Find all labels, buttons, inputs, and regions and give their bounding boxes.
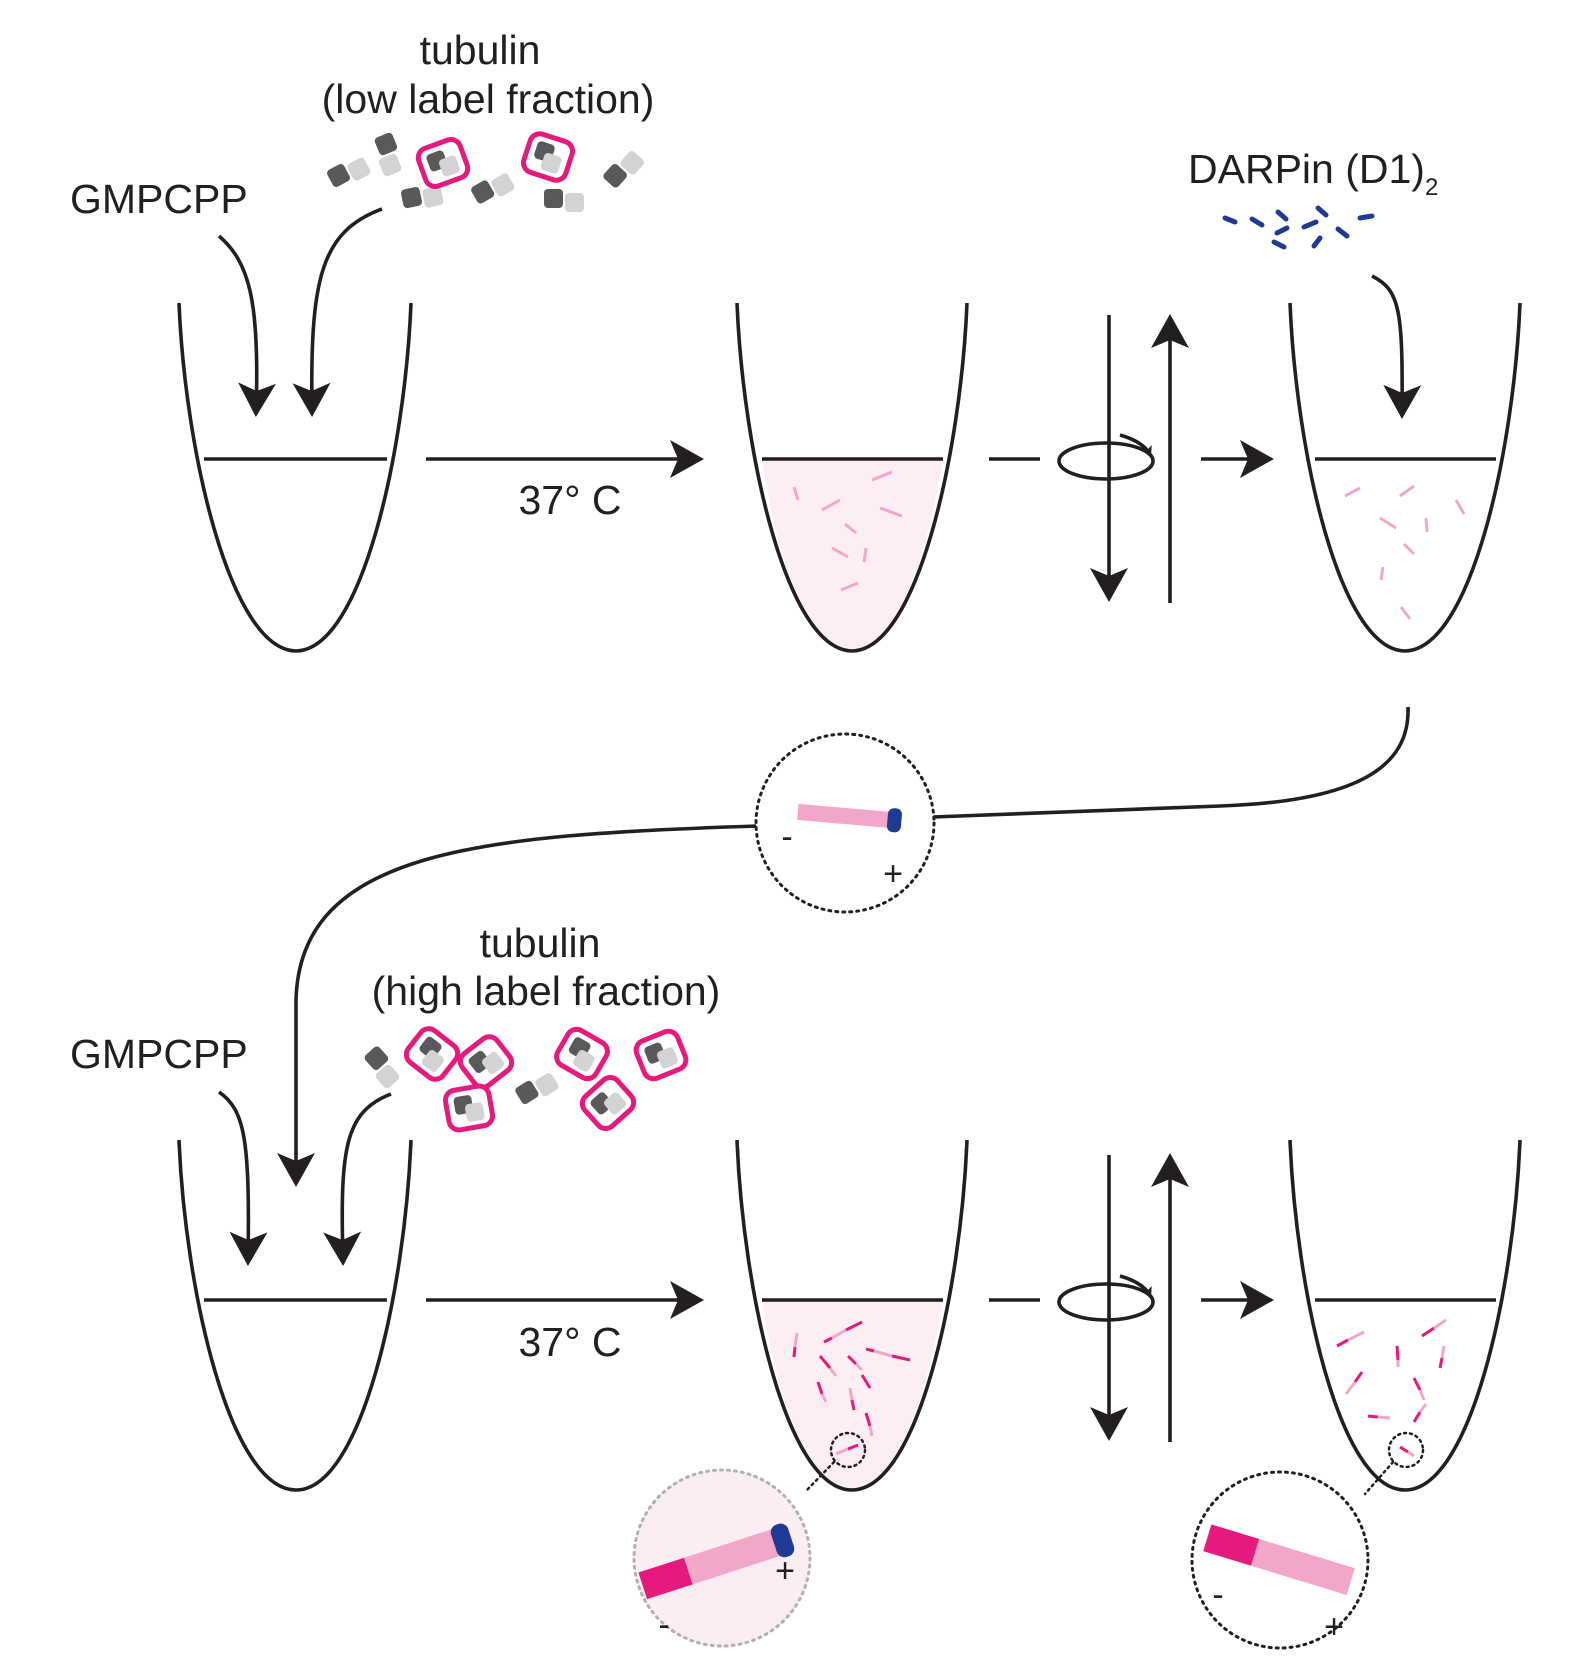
row-1-low-label-seed-growth: tubulin (low label fraction) GMPCPP DARP…	[70, 27, 1522, 653]
tubulin-dimer-icon-group	[360, 1025, 689, 1133]
magnifier-circle-icon: - +	[632, 1468, 812, 1648]
darpin-icon	[1315, 205, 1329, 218]
connector-line	[932, 706, 1410, 819]
magnifier-circle-icon: - +	[1190, 1470, 1370, 1650]
tube-icon	[735, 302, 969, 653]
tubulin-dimer-icon	[469, 168, 516, 209]
label-fraction-low: (low label fraction)	[322, 76, 655, 122]
plus-end-label: +	[1324, 1608, 1344, 1646]
darpin-icon	[1301, 219, 1319, 230]
microtubule-icon	[638, 1523, 795, 1600]
tubulin-label: tubulin	[480, 920, 601, 966]
tubulin-label: tubulin	[420, 27, 541, 73]
labeled-tubulin-dimer-icon	[633, 1028, 689, 1082]
zoom-leader-line	[805, 1460, 836, 1492]
zoom-target-circle	[1387, 1431, 1425, 1469]
microtubule-group	[1336, 1318, 1447, 1458]
darpin-icon-group	[1222, 205, 1375, 250]
darpin-icon	[1249, 216, 1265, 228]
plus-end-label: +	[775, 1552, 795, 1590]
darpin-icon	[1335, 226, 1350, 239]
microtubule-seed-group	[1344, 484, 1466, 620]
microtubule-seed-group	[792, 470, 903, 592]
minus-end-label: -	[1212, 1576, 1223, 1614]
microtubule-icon	[797, 803, 902, 833]
magnifier-circle-icon: - +	[754, 732, 936, 914]
label-fraction-high: (high label fraction)	[372, 968, 721, 1014]
plus-end-label: +	[883, 855, 903, 893]
zoom-target-circle	[829, 1431, 867, 1469]
darpin-icon	[1222, 215, 1238, 225]
tubulin-dimer-icon	[544, 189, 584, 212]
arrow-icon	[217, 234, 277, 417]
arrow-icon	[217, 1090, 268, 1266]
darpin-icon	[1357, 213, 1375, 221]
centrifuge-icon	[989, 314, 1274, 603]
arrow-icon	[1371, 274, 1422, 419]
tube-icon	[1288, 302, 1522, 653]
labeled-tubulin-dimer-icon	[578, 1073, 637, 1132]
arrow-icon	[277, 824, 758, 1187]
seed-transfer-connector: - +	[277, 706, 1410, 1187]
temperature-label: 37° C	[518, 1319, 621, 1365]
centrifuge-icon	[989, 1153, 1274, 1442]
tube-icon	[1288, 1139, 1522, 1492]
labeled-tubulin-dimer-icon	[456, 1033, 515, 1092]
gmpcpp-label: GMPCPP	[70, 176, 248, 222]
row-2-high-label-extension: tubulin (high label fraction) GMPCPP 37°…	[70, 920, 1522, 1650]
arrow-icon	[292, 207, 383, 417]
minus-end-label: -	[658, 1606, 669, 1644]
labeled-tubulin-dimer-icon	[444, 1084, 494, 1131]
darpin-icon	[1275, 209, 1289, 222]
darpin-icon	[1271, 239, 1287, 250]
tubulin-dimer-icon	[360, 1044, 404, 1090]
tube-icon	[177, 302, 413, 653]
zoom-leader-line	[1363, 1460, 1395, 1496]
tubulin-dimer-icon	[601, 146, 646, 192]
tubulin-dimer-icon-group	[325, 131, 646, 213]
microtubule-icon	[1203, 1524, 1355, 1596]
arrow-icon	[323, 1092, 392, 1266]
tube-icon	[735, 1139, 969, 1492]
darpin-icon	[1311, 235, 1323, 249]
temperature-label: 37° C	[518, 477, 621, 523]
microtubule-group	[792, 1320, 911, 1456]
tubulin-dimer-icon	[325, 152, 372, 192]
minus-end-label: -	[781, 818, 792, 856]
labeled-tubulin-dimer-icon	[521, 131, 575, 183]
tubulin-dimer-icon	[369, 131, 407, 178]
gmpcpp-label: GMPCPP	[70, 1031, 248, 1077]
labeled-tubulin-dimer-icon	[553, 1026, 611, 1083]
darpin-label: DARPin (D1)2	[1188, 146, 1438, 201]
tubulin-dimer-icon	[513, 1068, 560, 1109]
tube-icon	[177, 1139, 413, 1492]
labeled-tubulin-dimer-icon	[402, 1025, 461, 1084]
darpin-icon	[1274, 225, 1290, 236]
labeled-tubulin-dimer-icon	[415, 137, 470, 190]
